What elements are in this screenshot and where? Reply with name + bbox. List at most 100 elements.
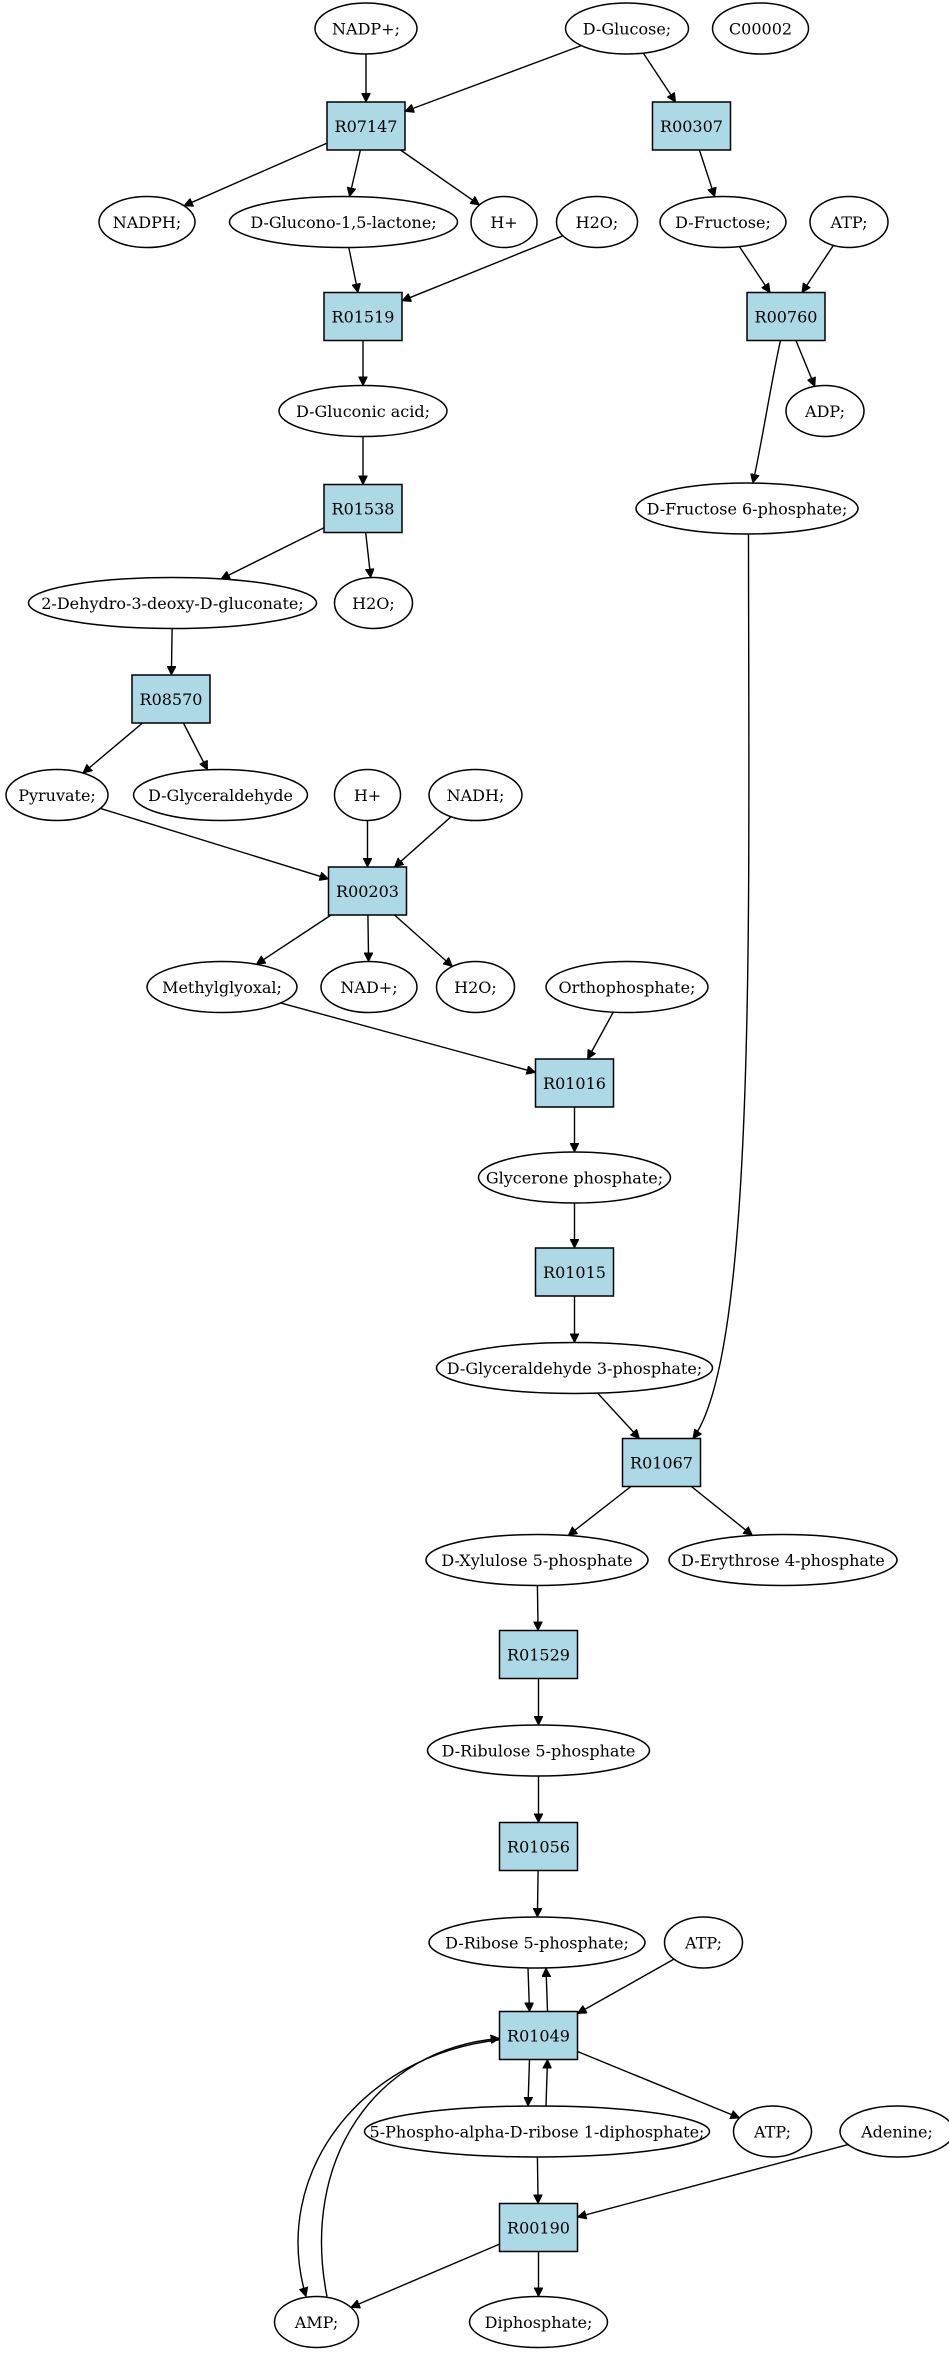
node-label: R00190 (507, 2219, 570, 2238)
reaction-box (498, 2202, 579, 2253)
compound-ellipse (785, 384, 865, 438)
reaction-node-r01015: R01015 (534, 1247, 615, 1297)
compound-node-h-plus-1: H+ (470, 195, 538, 249)
compound-node-adp: ADP; (785, 384, 865, 438)
compound-ellipse (470, 195, 538, 249)
compound-node-diphosphate: Diphosphate; (468, 2295, 609, 2349)
compound-ellipse (278, 384, 448, 438)
compound-ellipse (363, 2105, 711, 2158)
edge-pyruvate-to-r00203 (100, 807, 328, 879)
compound-node-adenine: Adenine; (839, 2105, 949, 2158)
compound-ellipse (98, 195, 196, 249)
edge-prpp-to-r01049 (546, 2060, 548, 2107)
node-label: Orthophosphate; (559, 978, 696, 997)
node-label: D-Glucono-1,5-lactone; (250, 213, 436, 232)
node-label: Glycerone phosphate; (486, 1169, 663, 1188)
node-label: R01015 (543, 1263, 606, 1282)
edge-d_ribose_5p-to-r01049 (528, 1967, 530, 2012)
compound-ellipse (668, 1533, 898, 1587)
reaction-box (131, 674, 211, 724)
node-label: NADH; (447, 786, 505, 805)
reaction-box (498, 1821, 579, 1872)
node-label: H2O; (576, 213, 619, 232)
node-label: ATP; (684, 1934, 722, 1953)
node-label: R07147 (335, 117, 398, 136)
node-label: Adenine; (860, 2123, 933, 2142)
edge-r07147-to-h_plus_1 (400, 149, 480, 206)
compound-node-dehydro-gluconate: 2-Dehydro-3-deoxy-D-gluconate; (27, 576, 318, 630)
compound-ellipse (435, 1341, 714, 1395)
reaction-box (327, 866, 408, 916)
compound-ellipse (425, 1533, 649, 1587)
compound-ellipse (132, 768, 309, 822)
node-label: Diphosphate; (485, 2313, 593, 2332)
edge-d_glucose-to-r00307 (642, 52, 677, 102)
edge-r00190-to-amp (351, 2243, 500, 2307)
node-label: NADP+; (332, 20, 400, 39)
reaction-node-r08570: R08570 (131, 674, 211, 724)
node-label: H+ (490, 213, 517, 232)
node-label: H2O; (454, 978, 497, 997)
compound-node-d-erythrose-4p: D-Erythrose 4-phosphate (668, 1533, 898, 1587)
edge-r07147-to-nadph (184, 142, 328, 206)
reaction-box (326, 101, 406, 151)
compound-node-prpp: 5-Phospho-alpha-D-ribose 1-diphosphate; (363, 2105, 711, 2158)
compound-node-d-glyceraldehyde-3p: D-Glyceraldehyde 3-phosphate; (435, 1341, 714, 1395)
compound-ellipse (545, 960, 709, 1014)
compound-ellipse (333, 576, 414, 630)
compound-node-nadp-plus: NADP+; (314, 2, 418, 55)
edge-d_xylulose_5p-to-r01529 (537, 1585, 538, 1631)
reaction-box (323, 483, 403, 534)
edge-orthophosphate-to-r01016 (586, 1011, 614, 1059)
compound-node-nadh: NADH; (428, 768, 523, 822)
edge-r01538-to-dehydro_gluconate (221, 527, 325, 580)
edge-r00203-to-h2o_3 (394, 914, 453, 967)
edge-d_fructose_6p-to-r01067 (693, 533, 750, 1439)
edge-r01056-to-d_ribose_5p (537, 1870, 538, 1918)
compound-node-atp-2: ATP; (663, 1916, 744, 1969)
compound-ellipse (477, 1151, 672, 1204)
reaction-box (498, 1629, 579, 1680)
node-label: D-Glucose; (583, 20, 671, 39)
compound-node-h2o-2: H2O; (333, 576, 414, 630)
edge-r01049-to-atp_3 (577, 2050, 740, 2118)
compound-node-pyruvate: Pyruvate; (5, 768, 109, 822)
node-label: D-Fructose; (675, 213, 771, 232)
node-label: H+ (354, 786, 381, 805)
node-label: D-Ribose 5-phosphate; (445, 1934, 629, 1953)
edge-d_glucono_lactone-to-r01519 (348, 247, 358, 293)
reaction-box (746, 291, 826, 342)
compound-ellipse (314, 2, 418, 55)
edge-d_fructose-to-r00760 (738, 246, 771, 293)
node-label: D-Glyceraldehyde (148, 786, 293, 805)
compound-ellipse (428, 1916, 646, 1969)
node-label: D-Ribulose 5-phosphate (442, 1742, 636, 1761)
reaction-node-r00760: R00760 (746, 291, 826, 342)
node-label: R01056 (507, 1838, 570, 1857)
reaction-node-r01016: R01016 (534, 1058, 615, 1108)
compound-ellipse (732, 2105, 813, 2158)
compound-ellipse (27, 576, 318, 630)
node-label: 5-Phospho-alpha-D-ribose 1-diphosphate; (370, 2123, 705, 2142)
compound-ellipse (555, 195, 639, 249)
edge-r01049-to-prpp (528, 2059, 530, 2107)
edge-d_glucose-to-r07147 (405, 44, 582, 112)
compound-ellipse (146, 960, 298, 1014)
reaction-box (498, 2010, 579, 2061)
compound-node-d-xylulose-5p: D-Xylulose 5-phosphate (425, 1533, 649, 1587)
node-label: 2-Dehydro-3-deoxy-D-gluconate; (41, 594, 303, 613)
reaction-node-r01519: R01519 (323, 291, 403, 342)
compound-ellipse (320, 960, 418, 1014)
compound-node-c00002: C00002 (711, 2, 810, 55)
compound-node-nadph: NADPH; (98, 195, 196, 249)
node-label: R00203 (336, 882, 399, 901)
node-label: R01519 (332, 308, 395, 327)
compound-ellipse (426, 1724, 651, 1777)
edge-atp_1-to-r00760 (801, 245, 834, 292)
compound-node-h2o-3: H2O; (435, 960, 516, 1014)
compound-ellipse (333, 768, 402, 822)
node-label: ATP; (830, 213, 868, 232)
compound-ellipse (435, 960, 516, 1014)
edge-adenine-to-r00190 (578, 2143, 849, 2218)
